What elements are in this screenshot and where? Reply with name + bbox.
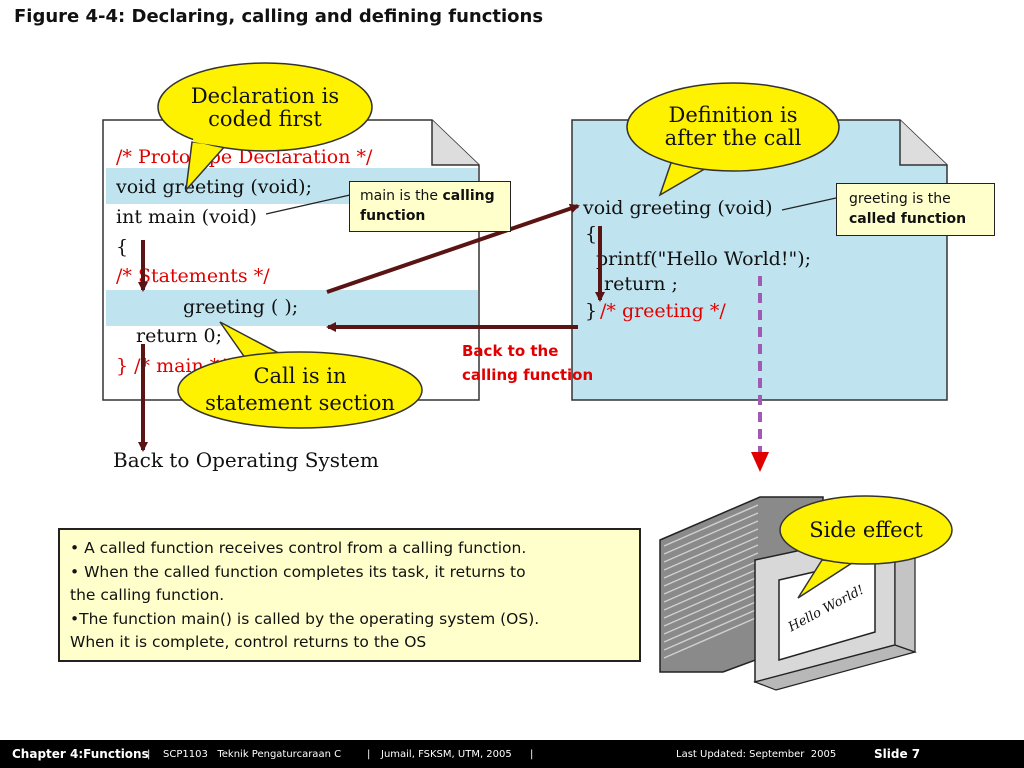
code-line-comment-statements: /* Statements */ — [116, 265, 270, 287]
bubble-side-effect: Side effect — [779, 495, 953, 599]
code-line-def-close-brace: } — [585, 300, 597, 322]
code-line-def-return: return ; — [604, 273, 678, 295]
label-back-to-os: Back to Operating System — [113, 448, 379, 472]
code-line-printf: printf("Hello World!"); — [596, 248, 811, 270]
info-box: • A called function receives control fro… — [58, 528, 641, 662]
page-title: Figure 4-4: Declaring, calling and defin… — [14, 6, 544, 27]
code-line-return: return 0; — [136, 325, 222, 347]
code-line-open-brace: { — [116, 236, 128, 258]
code-line-call: greeting ( ); — [183, 296, 298, 318]
footer-sep-3: | — [530, 749, 534, 760]
bubble-definition-line2: after the call — [665, 126, 802, 150]
bubble-call-line1: Call is in — [253, 364, 346, 388]
info-line-4: •The function main() is called by the op… — [70, 609, 540, 628]
bubble-declaration-line2: coded first — [208, 107, 322, 131]
bubble-definition-line1: Definition is — [668, 103, 797, 127]
bubble-call-line2: statement section — [205, 391, 395, 415]
footer-slide-number: Slide 7 — [874, 747, 921, 761]
arrow-call-to-definition — [326, 203, 580, 294]
bubble-definition: Definition is after the call — [626, 82, 840, 197]
code-line-def-comment: /* greeting */ — [600, 300, 726, 322]
note-greeting-called: greeting is the called function — [836, 183, 995, 236]
footer-bar: Chapter 4:Functions | SCP1103 Teknik Pen… — [0, 740, 1024, 768]
highlight-call — [106, 290, 478, 326]
bubble-declaration: Declaration is coded first — [157, 62, 373, 193]
monitor-icon: Hello World! — [659, 496, 918, 691]
label-back-to-calling: Back to the calling function — [462, 339, 593, 387]
note-main-calling: main is the calling function — [349, 181, 511, 232]
label-back-to-calling-line2: calling function — [462, 366, 594, 384]
code-line-prototype: void greeting (void); — [115, 176, 312, 198]
note-main-prefix: main is the — [360, 188, 443, 204]
note-greeting-prefix: greeting is the — [849, 191, 951, 207]
footer-course: SCP1103 Teknik Pengaturcaraan C — [163, 749, 342, 760]
connector-greeting-note — [781, 197, 837, 211]
code-line-definition-header: void greeting (void) — [582, 197, 773, 219]
arrow-side-effect-head — [751, 452, 769, 472]
bubble-call: Call is in statement section — [177, 321, 423, 429]
info-line-5: When it is complete, control returns to … — [70, 633, 427, 651]
info-line-2: • When the called function completes its… — [70, 562, 526, 581]
bubble-side-effect-text: Side effect — [809, 518, 923, 542]
bubble-declaration-line1: Declaration is — [191, 84, 339, 108]
info-line-1: • A called function receives control fro… — [70, 539, 527, 557]
code-line-main: int main (void) — [116, 206, 257, 228]
note-greeting-bold: called function — [849, 211, 967, 227]
footer-sep-1: | — [147, 749, 151, 760]
label-back-to-calling-line1: Back to the — [462, 342, 559, 360]
code-line-comment-prototype: /* Prototype Declaration */ — [116, 146, 373, 168]
footer-updated: Last Updated: September 2005 — [676, 749, 837, 760]
connector-main-note — [265, 194, 351, 215]
footer-sep-2: | — [367, 749, 371, 760]
note-main-bold: calling function — [360, 188, 495, 224]
footer-author: Jumail, FSKSM, UTM, 2005 — [381, 749, 512, 760]
code-line-def-open-brace: { — [585, 223, 597, 245]
footer-chapter: Chapter 4:Functions — [12, 747, 149, 761]
info-line-3: the calling function. — [70, 586, 225, 604]
